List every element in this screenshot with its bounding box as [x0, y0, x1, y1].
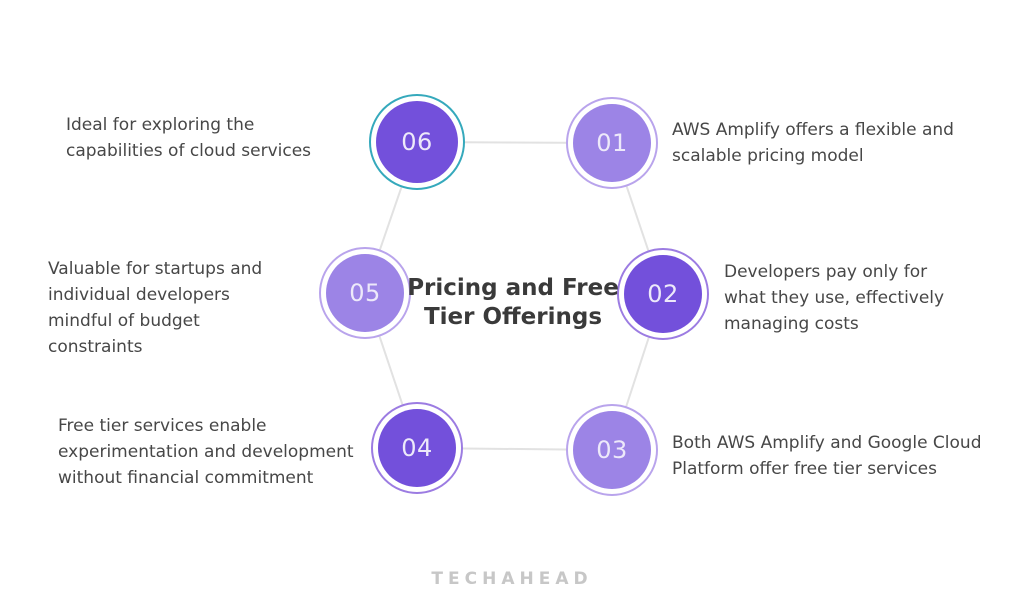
node-number-06: 06	[376, 101, 458, 183]
node-circle-06: 06	[369, 94, 465, 190]
node-circle-05: 05	[319, 247, 411, 339]
node-description-04: Free tier services enable experimentatio…	[58, 416, 354, 488]
node-number-02: 02	[624, 255, 702, 333]
node-number-04: 04	[378, 409, 456, 487]
node-description-03: Both AWS Amplify and Google Cloud Platfo…	[672, 433, 982, 479]
node-circle-02: 02	[617, 248, 709, 340]
node-description-01: AWS Amplify offers a flexible and scalab…	[672, 120, 954, 166]
node-circle-03: 03	[566, 404, 658, 496]
node-circle-04: 04	[371, 402, 463, 494]
diagram-title: Pricing and Free Tier Offerings	[407, 275, 619, 330]
techahead-logo: TECHAHEAD	[431, 569, 593, 589]
node-description-06: Ideal for exploring the capabilities of …	[66, 115, 312, 161]
node-description-05: Valuable for startups and individual dev…	[48, 259, 263, 357]
node-number-05: 05	[326, 254, 404, 332]
node-circle-01: 01	[566, 97, 658, 189]
node-number-01: 01	[573, 104, 651, 182]
node-number-03: 03	[573, 411, 651, 489]
node-description-02: Developers pay only for what they use, e…	[724, 262, 945, 334]
